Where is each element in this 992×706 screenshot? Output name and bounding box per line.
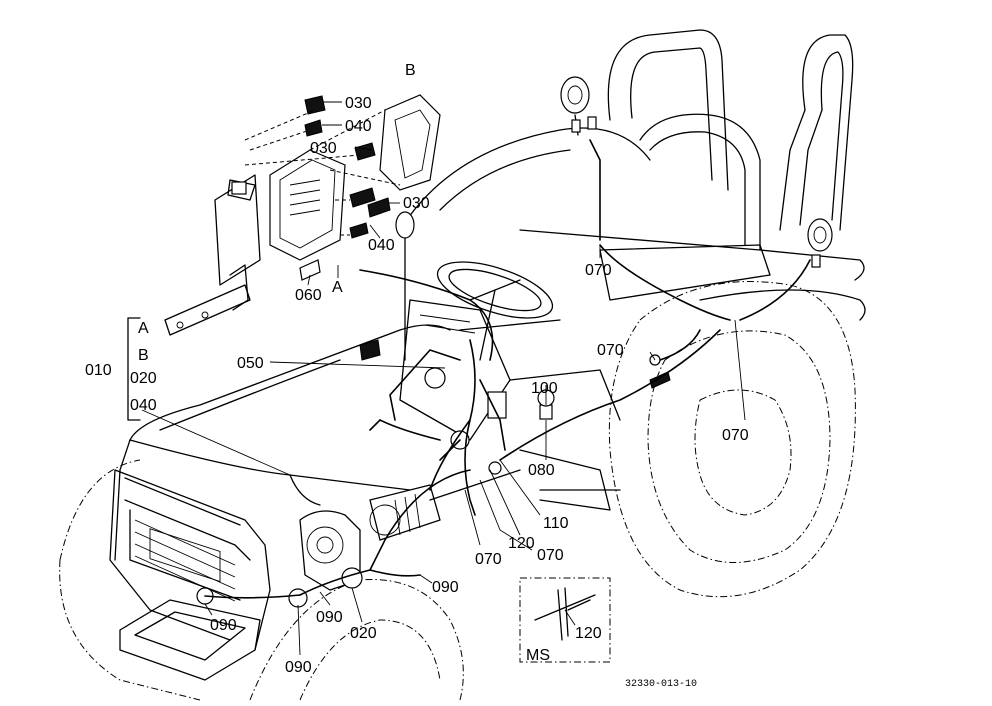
label-ms: MS (526, 647, 550, 664)
label-090-d: 090 (285, 659, 312, 676)
label-list-040: 040 (130, 397, 157, 414)
work-lamp-right (807, 218, 833, 268)
list-bracket (127, 317, 141, 421)
label-050: 050 (237, 355, 264, 372)
label-070-e: 070 (475, 551, 502, 568)
label-090-a: 090 (432, 579, 459, 596)
label-070-c: 070 (722, 427, 749, 444)
label-090-b: 090 (316, 609, 343, 626)
label-040-a: 040 (345, 118, 372, 135)
label-110: 110 (543, 515, 569, 532)
label-030-a: 030 (345, 95, 372, 112)
label-list-a: A (138, 320, 149, 337)
label-cover-b: B (405, 62, 416, 79)
label-070-a: 070 (585, 262, 612, 279)
label-ms-120: 120 (575, 625, 602, 642)
tractor-outline (59, 29, 866, 701)
label-070-d: 070 (537, 547, 564, 564)
drawing-code: 32330-013-10 (625, 679, 697, 690)
label-040-b: 040 (368, 237, 395, 254)
part-labels: 030 040 030 B 030 040 060 A 010 A B 020 … (85, 62, 749, 690)
label-030-b: 030 (310, 140, 337, 157)
label-a: A (332, 279, 343, 296)
label-070-b: 070 (597, 342, 624, 359)
label-list-020: 020 (130, 370, 157, 387)
label-120: 120 (508, 535, 535, 552)
label-060: 060 (295, 287, 322, 304)
label-100: 100 (531, 380, 558, 397)
label-090-c: 090 (210, 617, 237, 634)
label-list-b: B (138, 347, 149, 364)
label-080: 080 (528, 462, 555, 479)
label-010: 010 (85, 362, 112, 379)
label-020: 020 (350, 625, 377, 642)
work-lamp-left (560, 76, 597, 136)
label-030-c: 030 (403, 195, 430, 212)
leader-lines (141, 101, 746, 656)
fuse-box-assembly (164, 94, 441, 336)
wiring-harness (204, 139, 811, 599)
